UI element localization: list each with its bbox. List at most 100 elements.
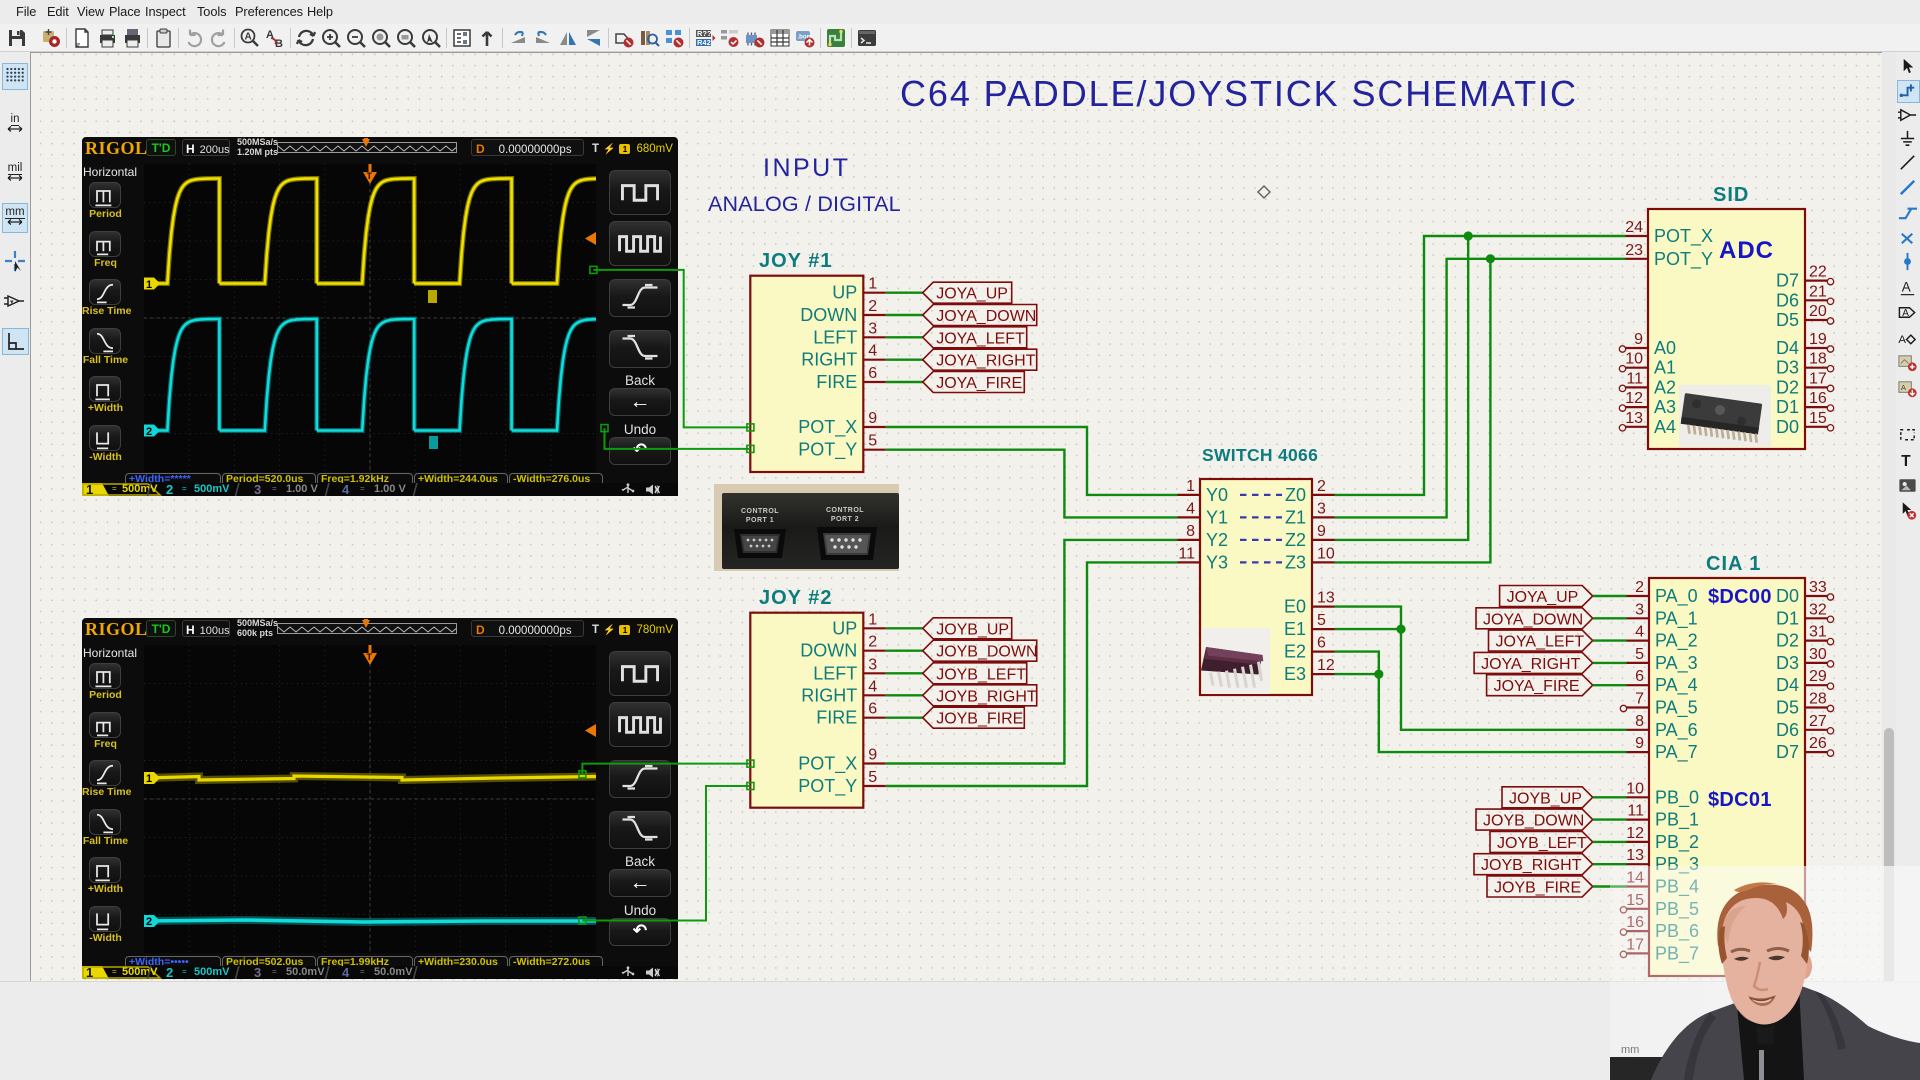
svg-text:A: A (1901, 383, 1907, 392)
svg-text:JOYA_UP: JOYA_UP (936, 286, 1008, 303)
svg-text:POT_Y: POT_Y (798, 440, 857, 461)
svg-text:▾: ▾ (10, 299, 14, 306)
svg-text:CONTROL: CONTROL (826, 507, 864, 514)
svg-text:UP: UP (832, 283, 857, 303)
svg-text:PA_0: PA_0 (1655, 586, 1698, 607)
svg-text:A3: A3 (1654, 397, 1676, 417)
svg-text:20: 20 (1809, 303, 1827, 320)
svg-text:1: 1 (146, 773, 152, 785)
svg-text:INPUT: INPUT (763, 154, 851, 182)
svg-text:29: 29 (1809, 668, 1827, 685)
svg-text:5: 5 (1317, 612, 1326, 629)
svg-text:2: 2 (1635, 579, 1644, 596)
svg-text:POT_X: POT_X (1654, 226, 1713, 247)
svg-text:12: 12 (1317, 657, 1335, 674)
svg-text:POT_Y: POT_Y (798, 776, 857, 797)
svg-text:6: 6 (868, 365, 877, 382)
svg-text:2: 2 (868, 634, 877, 651)
svg-text:JOYB_RIGHT: JOYB_RIGHT (1481, 857, 1582, 874)
svg-text:FIRE: FIRE (816, 372, 857, 392)
svg-text:A2: A2 (1654, 377, 1676, 397)
svg-text:PA_2: PA_2 (1655, 631, 1698, 652)
svg-text:R??: R?? (697, 29, 712, 38)
svg-text:31: 31 (1809, 624, 1827, 641)
svg-text:15: 15 (1809, 410, 1827, 427)
svg-text:11: 11 (1626, 370, 1643, 387)
svg-text:D0: D0 (1776, 586, 1799, 606)
svg-text:8: 8 (1186, 523, 1195, 540)
svg-text:1: 1 (868, 611, 877, 628)
svg-text:JOYB_DOWN: JOYB_DOWN (1483, 813, 1584, 830)
svg-text:CIA 1: CIA 1 (1706, 553, 1761, 575)
svg-text:T: T (367, 652, 373, 662)
svg-text:17: 17 (1809, 370, 1827, 387)
svg-text:11: 11 (1627, 803, 1644, 820)
svg-text:E1: E1 (1284, 619, 1306, 639)
svg-text:PA_1: PA_1 (1655, 608, 1698, 629)
svg-text:16: 16 (1809, 390, 1827, 407)
svg-text:JOYA_FIRE: JOYA_FIRE (936, 375, 1022, 392)
svg-text:5: 5 (868, 433, 877, 450)
svg-text:1: 1 (146, 279, 152, 291)
svg-text:2: 2 (146, 916, 152, 928)
svg-text:Y3: Y3 (1206, 552, 1228, 572)
svg-text:D5: D5 (1776, 310, 1799, 330)
svg-text:$DC00: $DC00 (1708, 586, 1772, 608)
svg-text:Z2: Z2 (1285, 530, 1306, 550)
svg-text:B: B (275, 38, 283, 49)
svg-text:32: 32 (1809, 601, 1827, 618)
svg-text:PORT 1: PORT 1 (746, 517, 774, 524)
svg-text:A: A (1902, 308, 1909, 319)
svg-text:10: 10 (1317, 545, 1335, 562)
svg-text:D0: D0 (1776, 417, 1799, 437)
svg-text:6: 6 (868, 701, 877, 718)
svg-text:10: 10 (1626, 780, 1644, 797)
svg-text:9: 9 (1635, 735, 1644, 752)
svg-text:UP: UP (832, 618, 857, 638)
svg-text:2: 2 (146, 426, 152, 438)
svg-text:9: 9 (1634, 331, 1643, 348)
svg-text:.bom: .bom (798, 35, 812, 41)
svg-text:DOWN: DOWN (800, 305, 857, 325)
svg-text:SWITCH 4066: SWITCH 4066 (1202, 445, 1318, 465)
svg-text:5: 5 (868, 769, 877, 786)
svg-text:JOYB_RIGHT: JOYB_RIGHT (936, 688, 1037, 705)
svg-text:12: 12 (1625, 390, 1643, 407)
svg-text:A: A (1902, 279, 1911, 294)
svg-text:24: 24 (1625, 219, 1643, 236)
svg-text:13: 13 (1317, 590, 1335, 607)
svg-text:D2: D2 (1776, 631, 1799, 651)
svg-text:JOYA_DOWN: JOYA_DOWN (936, 308, 1036, 325)
svg-text:DOWN: DOWN (800, 641, 857, 661)
svg-text:11: 11 (1178, 545, 1195, 562)
svg-text:2: 2 (1317, 478, 1326, 495)
svg-text:E3: E3 (1284, 664, 1306, 684)
svg-text:PA_6: PA_6 (1655, 720, 1698, 741)
svg-text:SID: SID (1713, 184, 1749, 206)
svg-text:22: 22 (1809, 264, 1827, 281)
svg-text:JOYB_FIRE: JOYB_FIRE (936, 711, 1023, 728)
svg-text:JOYB_FIRE: JOYB_FIRE (1494, 880, 1581, 897)
svg-text:C64 PADDLE/JOYSTICK SCHEMATIC: C64 PADDLE/JOYSTICK SCHEMATIC (900, 73, 1578, 114)
svg-text:6: 6 (1317, 635, 1326, 652)
svg-text:3: 3 (868, 320, 877, 337)
svg-text:12: 12 (1626, 825, 1644, 842)
svg-text:PA_3: PA_3 (1655, 653, 1698, 674)
svg-text:JOYB_UP: JOYB_UP (1509, 790, 1582, 807)
svg-text:9: 9 (1317, 523, 1326, 540)
svg-text:1: 1 (1186, 478, 1195, 495)
svg-text:JOYA_FIRE: JOYA_FIRE (1494, 678, 1580, 695)
svg-text:POT_X: POT_X (798, 417, 857, 438)
svg-text:JOYA_RIGHT: JOYA_RIGHT (936, 353, 1035, 370)
svg-text:D3: D3 (1776, 653, 1799, 673)
svg-text:T: T (1901, 453, 1911, 470)
svg-text:D6: D6 (1776, 290, 1799, 310)
svg-text:E2: E2 (1284, 642, 1306, 662)
svg-text:POT_X: POT_X (798, 754, 857, 775)
svg-text:JOYB_UP: JOYB_UP (936, 621, 1009, 638)
svg-text:D1: D1 (1776, 397, 1799, 417)
svg-text:JOYB_LEFT: JOYB_LEFT (936, 666, 1026, 683)
svg-text:D6: D6 (1776, 720, 1799, 740)
svg-text:ANALOG / DIGITAL: ANALOG / DIGITAL (708, 192, 901, 216)
svg-text:D4: D4 (1776, 675, 1799, 695)
